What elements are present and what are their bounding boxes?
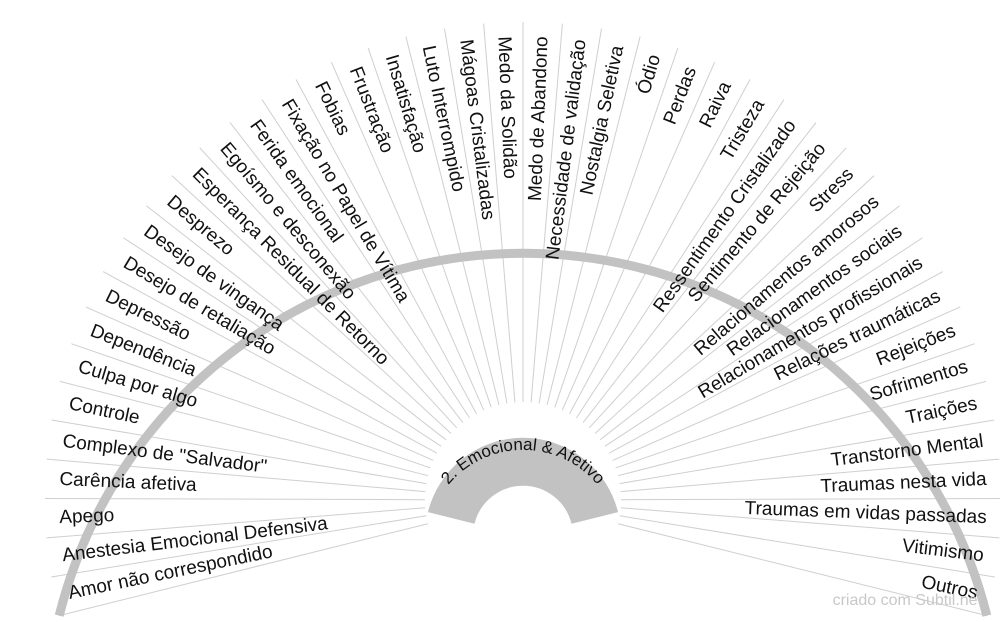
segment-label: Medo de Abandono [525, 36, 553, 202]
spoke-line [617, 380, 987, 477]
segment-label: Esperança Residual de Retorno [188, 164, 393, 370]
spoke-line [588, 147, 847, 429]
spoke-line [561, 61, 716, 411]
spoke-line [620, 507, 1000, 539]
spoke-line [146, 205, 447, 441]
segment-label: Carência afetiva [59, 469, 198, 496]
spoke-line [46, 458, 426, 493]
spoke-line [615, 343, 975, 469]
segment-label: Traumas nesta vida [820, 469, 987, 497]
inner-arc [427, 437, 619, 525]
spoke-line [199, 147, 458, 429]
spoke-line [59, 380, 429, 477]
spoke-line [554, 47, 679, 408]
spoke-line [261, 99, 470, 419]
spoke-line [483, 23, 516, 403]
segment-label: Vitimismo [901, 536, 985, 567]
spoke-line [46, 507, 426, 539]
spokes [44, 22, 1000, 617]
segment-label: Perdas [660, 64, 701, 128]
segment-label: Traumas em vidas passadas [744, 498, 987, 528]
spoke-line [546, 36, 641, 406]
spoke-line [102, 271, 438, 454]
segment-label: Medo da Solidão [493, 36, 520, 179]
spoke-line [405, 36, 500, 406]
segment-label: Controle [67, 393, 142, 428]
spoke-line [538, 28, 603, 404]
spoke-line [619, 515, 995, 578]
segment-label: Traições [904, 393, 979, 429]
segment-label: Fobias [310, 78, 354, 138]
spoke-line [620, 458, 1000, 493]
outer-arc [54, 248, 992, 617]
credit-text: criado com Subtil.net [832, 592, 982, 609]
spoke-line [604, 237, 923, 447]
spoke-line [123, 237, 442, 447]
segment-label: Raiva [696, 78, 736, 131]
spoke-line [576, 99, 785, 419]
spoke-line [51, 419, 427, 485]
spoke-line [51, 515, 427, 578]
spoke-line [59, 523, 429, 617]
spoke-line [608, 271, 944, 454]
segment-label: Apego [59, 505, 115, 528]
spoke-line [367, 47, 492, 408]
segment-label: Transtorno Mental [830, 431, 985, 471]
spoke-line [229, 122, 464, 423]
spoke-line [569, 79, 751, 414]
spoke-line [530, 23, 563, 403]
segment-label: Ódio [633, 52, 666, 97]
spoke-line [619, 419, 995, 485]
spoke-line [85, 306, 434, 461]
spoke-line [71, 343, 431, 469]
spoke-line [612, 306, 961, 461]
spoke-line [295, 79, 477, 414]
spoke-line [599, 205, 900, 441]
spoke-line [582, 122, 817, 423]
spoke-line [330, 61, 485, 411]
spoke-line [443, 28, 508, 404]
spoke-line [617, 523, 987, 617]
